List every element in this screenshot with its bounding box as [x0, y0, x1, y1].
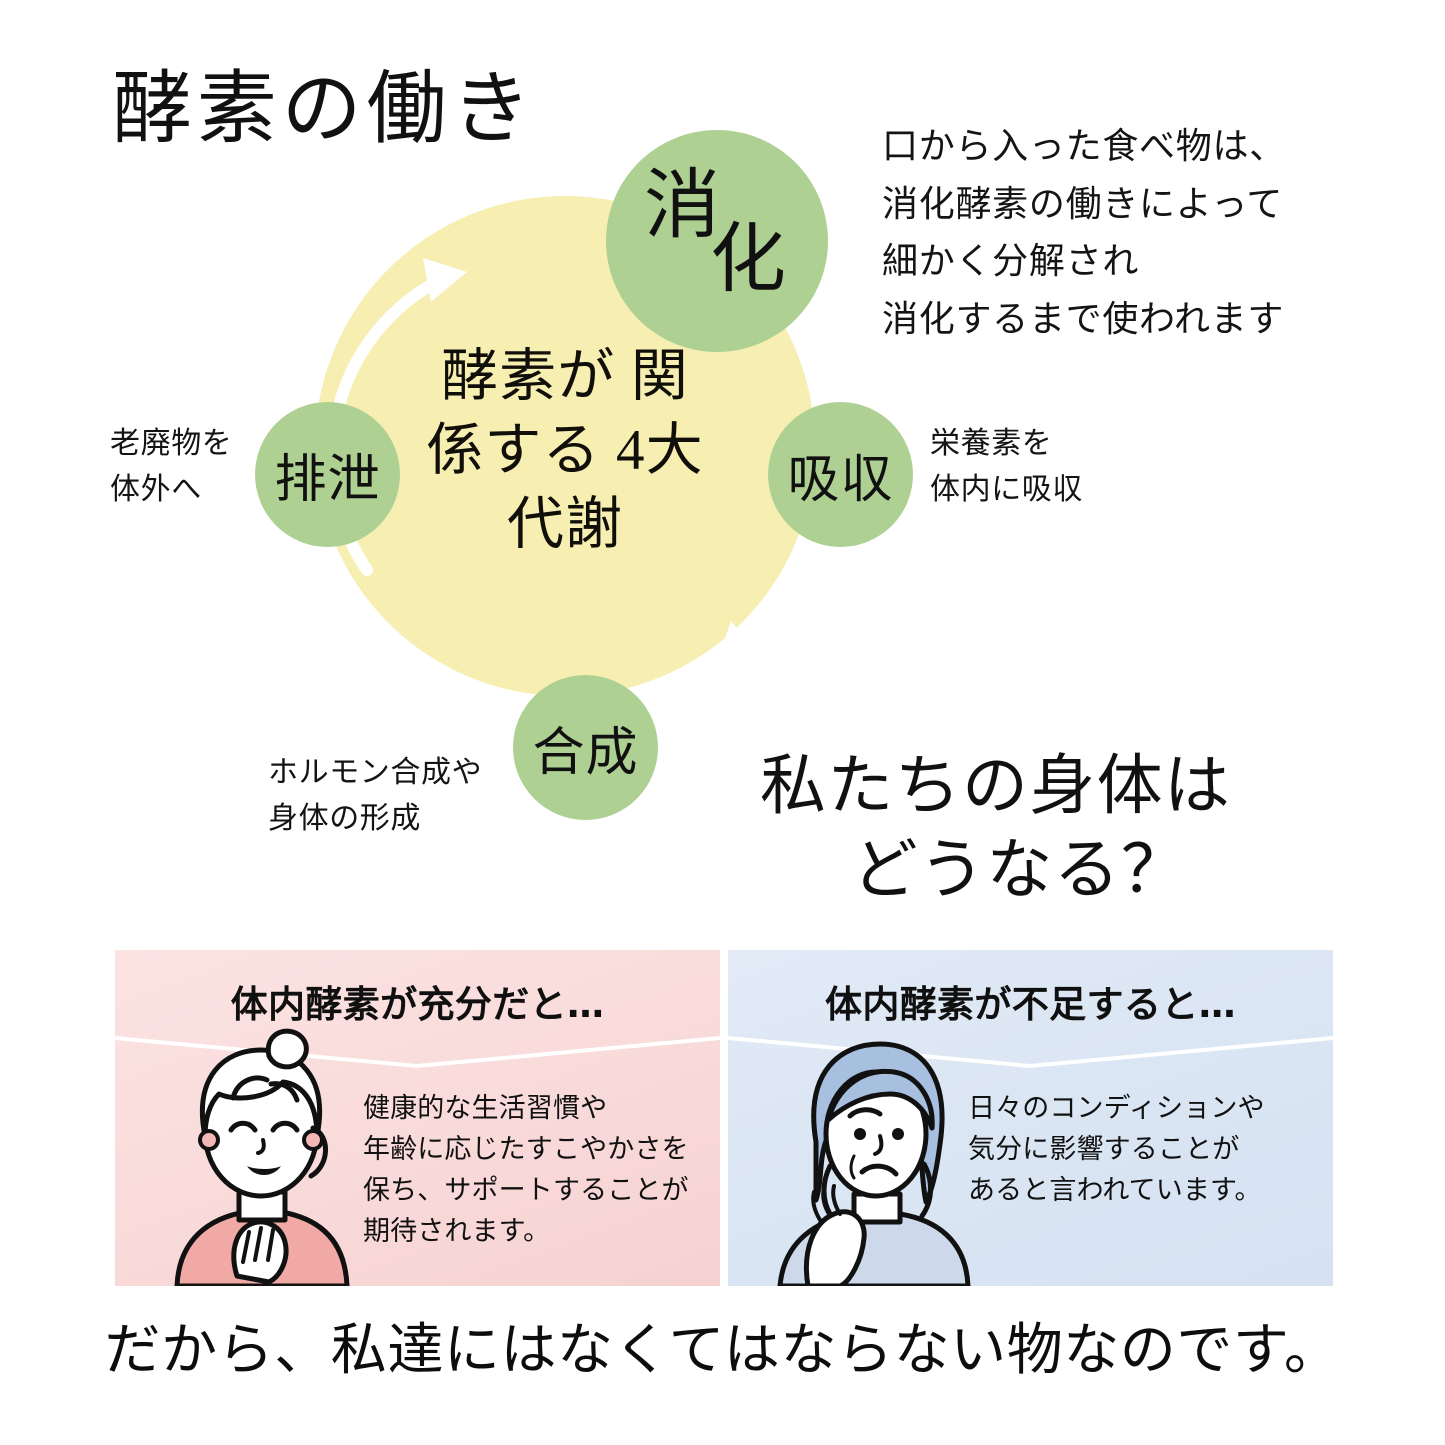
cycle-node-digestion-char1: 消 — [644, 164, 720, 248]
panel-lacking-enzymes: 体内酵素が不足すると… — [728, 950, 1333, 1286]
panel-chevron-divider — [115, 1036, 720, 1069]
panel-lacking-enzymes-headline: 体内酵素が不足すると… — [824, 983, 1237, 1026]
worried-woman-illustration — [777, 1041, 971, 1286]
cycle-node-digestion-char2: 化 — [710, 218, 786, 302]
annotation-excretion: 老廃物を 体外へ — [110, 427, 233, 506]
cycle-node-excretion[interactable]: 排泄 — [255, 402, 400, 547]
panel-lacking-enzymes-body: 日々のコンディションや 気分に影響することが あると言われています。 — [968, 1093, 1265, 1207]
panel-chevron-divider — [728, 1036, 1333, 1069]
page-title: 酵素の働き — [112, 66, 536, 154]
annotation-digestion: 口から入った食べ物は、 消化酵素の働きによって 細かく分解され 消化するまで使わ… — [882, 126, 1286, 339]
sub-heading: 私たちの身体は どうなる？ — [760, 745, 1320, 914]
smiling-woman-illustration — [174, 1028, 350, 1286]
cycle-node-synthesis[interactable]: 合成 — [513, 675, 658, 820]
panel-enough-enzymes-body: 健康的な生活習慣や 年齢に応じたすこやかさを 保ち、サポートすることが 期待され… — [363, 1093, 689, 1248]
cycle-node-digestion[interactable]: 消 化 — [606, 130, 828, 352]
sub-heading-line1: 私たちの身体は — [760, 750, 1232, 823]
sub-heading-line2: どうなる？ — [851, 834, 1189, 908]
cycle-center-label: 酵素が 関係する 4大代謝 — [426, 345, 704, 557]
panel-enough-enzymes: 体内酵素が充分だと… — [115, 950, 720, 1286]
annotation-synthesis: ホルモン合成や 身体の形成 — [268, 756, 483, 835]
enzyme-cycle-diagram: 酵素が 関係する 4大代謝 消 化 吸収 合成 排泄 — [255, 130, 935, 830]
comparison-panels: 体内酵素が充分だと… — [115, 950, 1335, 1286]
cycle-node-absorption[interactable]: 吸収 — [768, 402, 913, 547]
annotation-absorption: 栄養素を 体内に吸収 — [930, 427, 1083, 506]
footer-statement: だから、私達にはなくてはならない物なのです。 — [104, 1320, 1341, 1382]
panel-enough-enzymes-headline: 体内酵素が充分だと… — [230, 983, 605, 1026]
